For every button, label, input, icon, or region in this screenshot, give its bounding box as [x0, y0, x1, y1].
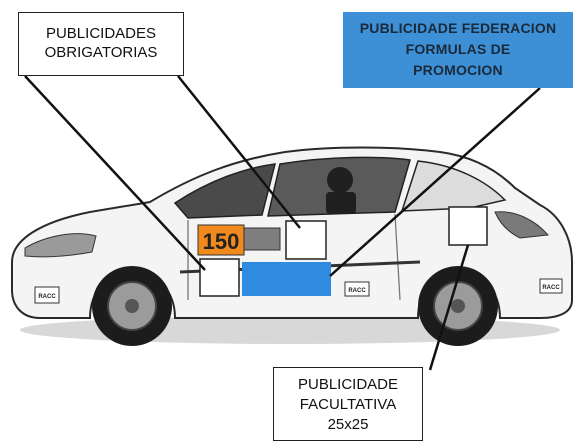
ad-box-federacion [242, 262, 331, 296]
callout-line: PUBLICIDADE [297, 376, 399, 393]
leader-line-obligatoria-2 [177, 75, 301, 229]
driver-seat [326, 192, 356, 214]
race-number-plate [197, 224, 245, 256]
callout-line: PUBLICIDADE FEDERACION [359, 20, 557, 36]
door-line [187, 213, 401, 301]
sponsor-badge-rear [539, 278, 563, 294]
front-wheel [92, 266, 172, 346]
leader-line-facultativa [428, 244, 470, 371]
sponsor-badge-door-text: RACC [348, 288, 366, 294]
sponsor-badge-door [344, 281, 370, 297]
sponsor-badge-rear-text: RACC [542, 285, 560, 291]
sponsor-badge-front-text: RACC [38, 294, 56, 300]
windshield [173, 163, 277, 219]
callout-line: 25x25 [327, 416, 369, 433]
number-plate-tag [243, 227, 281, 251]
sponsor-badge-front [34, 286, 60, 304]
leader-line-federacion [329, 87, 541, 277]
driver-helmet [327, 167, 353, 193]
ad-box-facultativa [448, 206, 488, 246]
ad-box-obligatoria-front [199, 258, 240, 297]
callout-line: OBRIGATORIAS [44, 44, 158, 61]
leader-line-obligatoria-1 [24, 75, 206, 271]
tail-light [494, 211, 550, 239]
race-number: 150 [203, 229, 240, 254]
callout-line: FACULTATIVA [299, 396, 397, 413]
callout-line: PUBLICIDADES [45, 25, 157, 42]
callout-line: FORMULAS DE [405, 41, 511, 57]
callout-publicidades-obrigatorias: PUBLICIDADES OBRIGATORIAS [18, 12, 184, 76]
callout-publicidade-federacion: PUBLICIDADE FEDERACION FORMULAS DE PROMO… [343, 12, 573, 88]
callout-publicidade-facultativa: PUBLICIDADE FACULTATIVA 25x25 [273, 367, 423, 441]
ad-box-obligatoria-door [285, 220, 327, 260]
headlight [24, 233, 97, 258]
rear-window [400, 160, 507, 212]
callout-line: PROMOCION [413, 62, 503, 78]
